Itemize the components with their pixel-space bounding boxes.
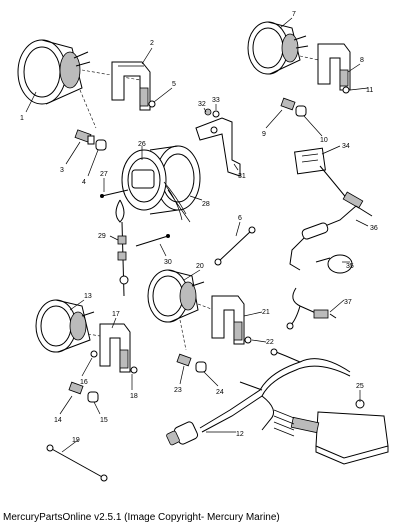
callout-28: 28 [202, 201, 210, 208]
callout-2: 2 [150, 40, 154, 47]
callout-27: 27 [100, 171, 108, 178]
callout-26: 26 [138, 141, 146, 148]
callout-8: 8 [360, 57, 364, 64]
callout-29: 29 [98, 233, 106, 240]
nut-3 [74, 129, 95, 145]
bezel-26 [121, 149, 191, 223]
callout-22: 22 [266, 339, 274, 346]
callout-20: 20 [196, 263, 204, 270]
gauge-top-right [247, 21, 329, 75]
module-25 [273, 399, 389, 465]
callout-36: 36 [370, 225, 378, 232]
callout-19: 19 [72, 437, 80, 444]
callout-6: 6 [238, 215, 242, 222]
callout-5: 5 [172, 81, 176, 88]
leader-lines [25, 17, 369, 453]
harness-34-36 [289, 147, 373, 271]
callout-25: 25 [356, 383, 364, 390]
bracket-2 [111, 61, 151, 111]
callout-32: 32 [198, 101, 206, 108]
callout-17: 17 [112, 311, 120, 318]
callout-7: 7 [292, 11, 296, 18]
callout-18: 18 [130, 393, 138, 400]
callout-4: 4 [82, 179, 86, 186]
callout-13: 13 [84, 293, 92, 300]
bracket-31 [195, 117, 241, 177]
callout-16: 16 [80, 379, 88, 386]
gauge-middle [147, 269, 215, 351]
clip-29-30 [115, 199, 170, 297]
gauge-lower-left [35, 299, 101, 353]
callout-37: 37 [344, 299, 352, 306]
connector-37 [286, 287, 337, 330]
callout-labels: 1 2 3 4 5 6 7 8 9 10 11 12 13 14 15 16 1… [20, 11, 378, 444]
gauge-top-left [17, 39, 141, 129]
image-caption: MercuryPartsOnline v2.5.1 (Image Copyrig… [3, 512, 280, 523]
callout-11: 11 [366, 87, 373, 94]
callout-23: 23 [174, 387, 182, 394]
callout-3: 3 [60, 167, 64, 174]
callout-34: 34 [342, 143, 350, 150]
callout-14: 14 [54, 417, 62, 424]
strap-35 [315, 254, 353, 274]
callout-9: 9 [262, 131, 266, 138]
callout-12: 12 [236, 431, 244, 438]
callout-30: 30 [164, 259, 172, 266]
main-harness-12 [166, 348, 351, 446]
callout-33: 33 [212, 97, 220, 104]
callout-15: 15 [100, 417, 108, 424]
callout-21: 21 [262, 309, 270, 316]
callout-10: 10 [320, 137, 328, 144]
callout-24: 24 [216, 389, 224, 396]
callout-31: 31 [238, 173, 246, 180]
callout-35: 35 [346, 263, 354, 270]
callout-1: 1 [20, 115, 24, 122]
